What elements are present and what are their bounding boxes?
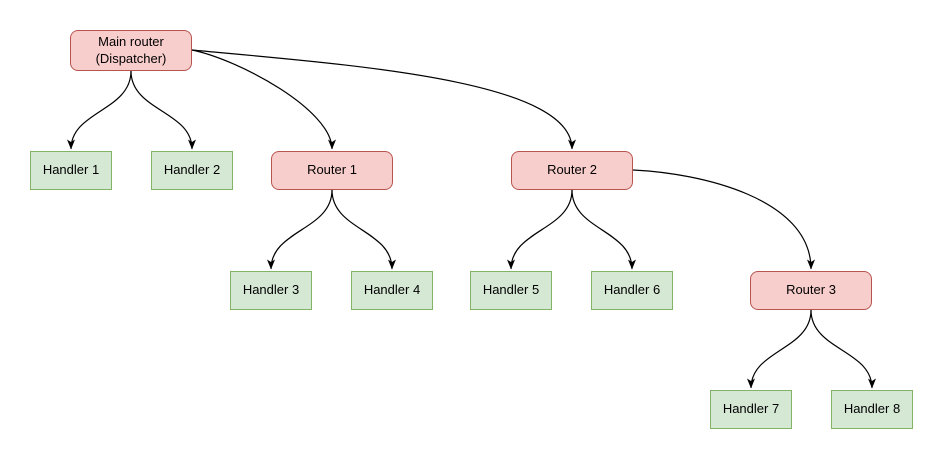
node-router-2-label: Router 2 xyxy=(547,162,597,178)
node-handler-2: Handler 2 xyxy=(151,151,233,190)
node-handler-8: Handler 8 xyxy=(831,390,913,429)
node-router-1-label: Router 1 xyxy=(307,162,357,178)
node-handler-2-label: Handler 2 xyxy=(163,162,221,178)
edge-main-router-to-router-1 xyxy=(191,49,336,150)
node-handler-1-label: Handler 1 xyxy=(42,162,100,178)
edge-router-1-to-handler-4 xyxy=(331,189,396,270)
node-router-1: Router 1 xyxy=(271,151,393,190)
edge-router-3-to-handler-8 xyxy=(810,309,876,389)
node-handler-6: Handler 6 xyxy=(591,271,673,310)
node-handler-5: Handler 5 xyxy=(470,271,552,310)
node-handler-6-label: Handler 6 xyxy=(603,282,661,298)
node-handler-8-label: Handler 8 xyxy=(843,401,901,417)
edge-router-2-to-handler-6 xyxy=(571,189,636,270)
node-handler-3-label: Handler 3 xyxy=(242,282,300,298)
edge-main-router-to-handler-1 xyxy=(67,70,132,150)
node-handler-1: Handler 1 xyxy=(30,151,112,190)
node-main-router: Main router (Dispatcher) xyxy=(70,30,192,71)
node-main-router-label: Main router (Dispatcher) xyxy=(95,34,167,66)
edge-main-router-to-handler-2 xyxy=(130,70,196,150)
node-handler-7-label: Handler 7 xyxy=(722,401,780,417)
edge-router-2-to-router-3 xyxy=(632,169,815,270)
edge-router-2-to-handler-5 xyxy=(507,189,573,270)
node-handler-4-label: Handler 4 xyxy=(363,282,421,298)
node-router-3-label: Router 3 xyxy=(786,282,836,298)
node-router-3: Router 3 xyxy=(750,271,872,310)
edge-main-router-to-router-2 xyxy=(191,49,576,150)
node-handler-3: Handler 3 xyxy=(230,271,312,310)
edge-router-1-to-handler-3 xyxy=(267,189,333,270)
node-handler-4: Handler 4 xyxy=(351,271,433,310)
node-handler-7: Handler 7 xyxy=(710,390,792,429)
node-handler-5-label: Handler 5 xyxy=(482,282,540,298)
edge-router-3-to-handler-7 xyxy=(747,309,812,389)
node-router-2: Router 2 xyxy=(511,151,633,190)
